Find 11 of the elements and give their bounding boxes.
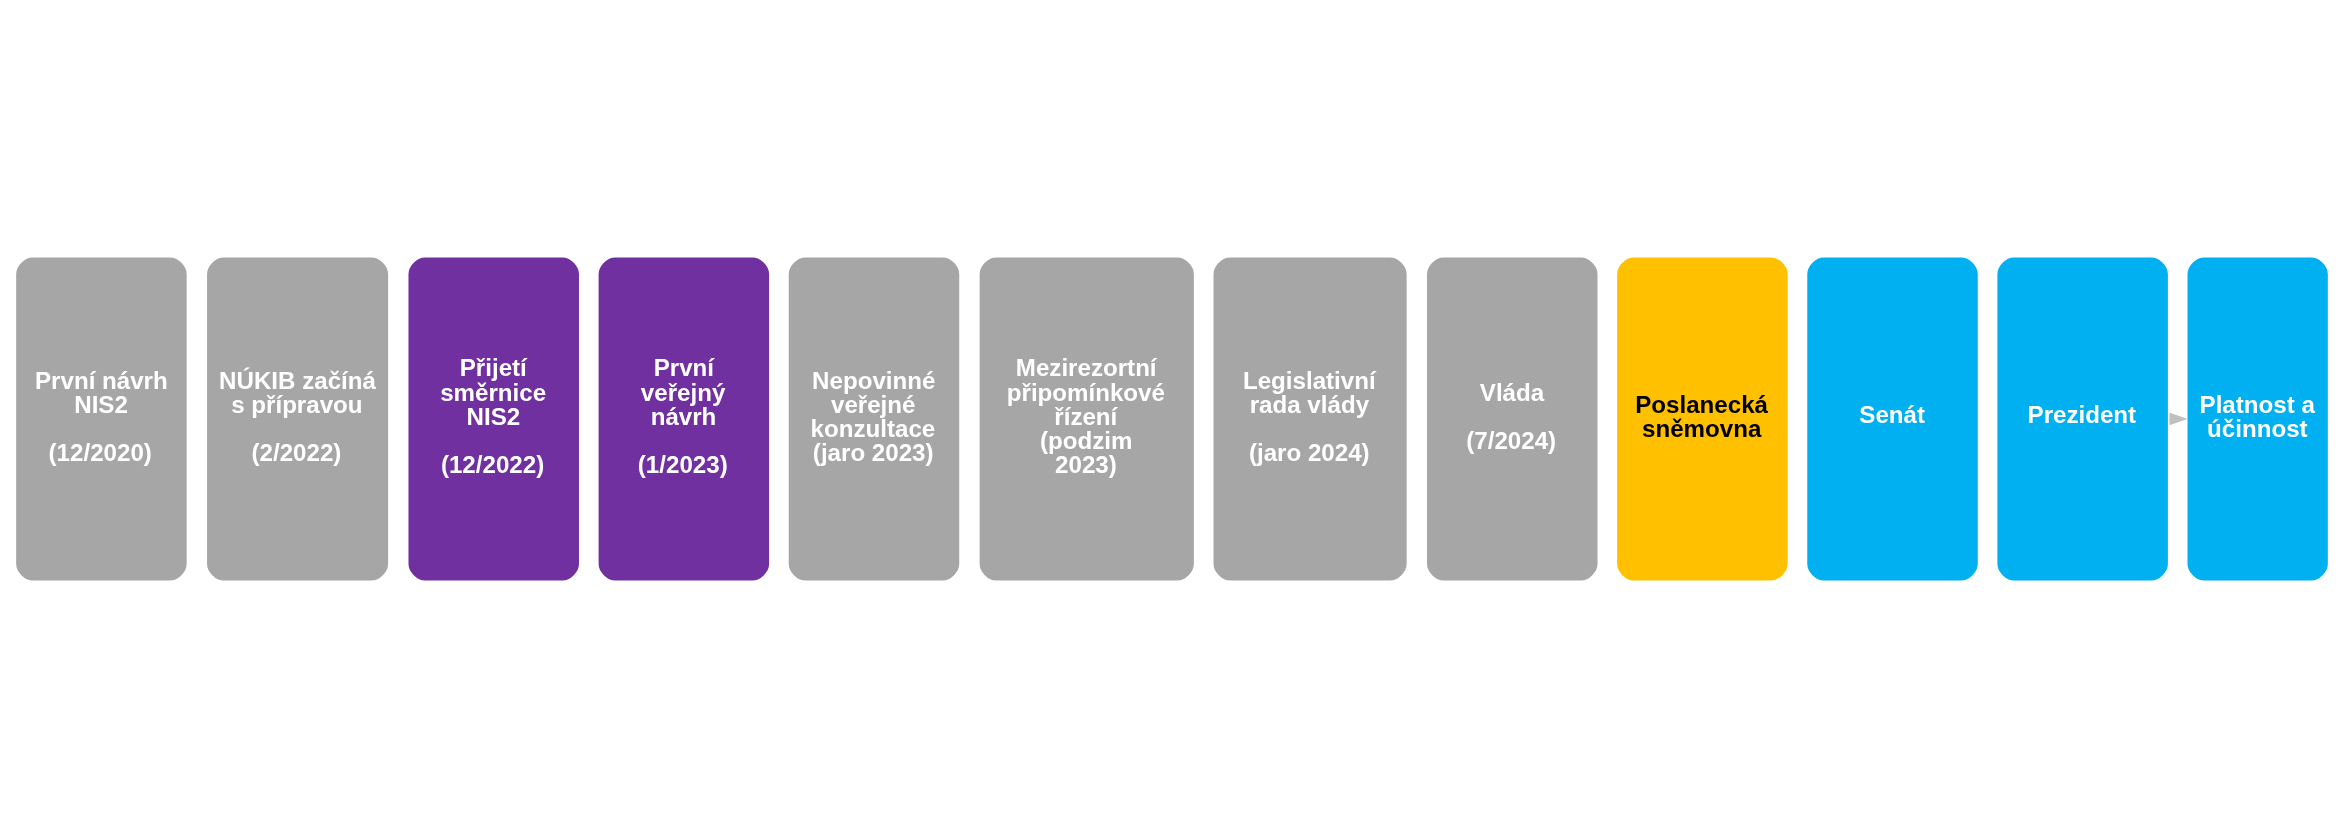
node-box: Senát bbox=[1804, 254, 1981, 584]
node-box: NÚKIB začíná s přípravou (2/2022) bbox=[204, 254, 392, 584]
node-box: První veřejný návrh (1/2023) bbox=[595, 254, 773, 584]
node-box: Vláda (7/2024) bbox=[1424, 254, 1601, 584]
node-box: Nepovinné veřejné konzultace (jaro 2023) bbox=[785, 254, 963, 584]
node-box: Mezirezortní připomínkové řízení (podzim 2023) bbox=[976, 254, 1197, 584]
node-box: První návrh NIS2 (12/2020) bbox=[13, 254, 190, 584]
node-box: Poslanecká sněmovna bbox=[1614, 254, 1791, 584]
node-box: Přijetí směrnice NIS2 (12/2022) bbox=[405, 254, 582, 584]
node-box: Legislativní rada vlády (jaro 2024) bbox=[1210, 254, 1410, 584]
node-box: Platnost a účinnost bbox=[2184, 254, 2331, 584]
